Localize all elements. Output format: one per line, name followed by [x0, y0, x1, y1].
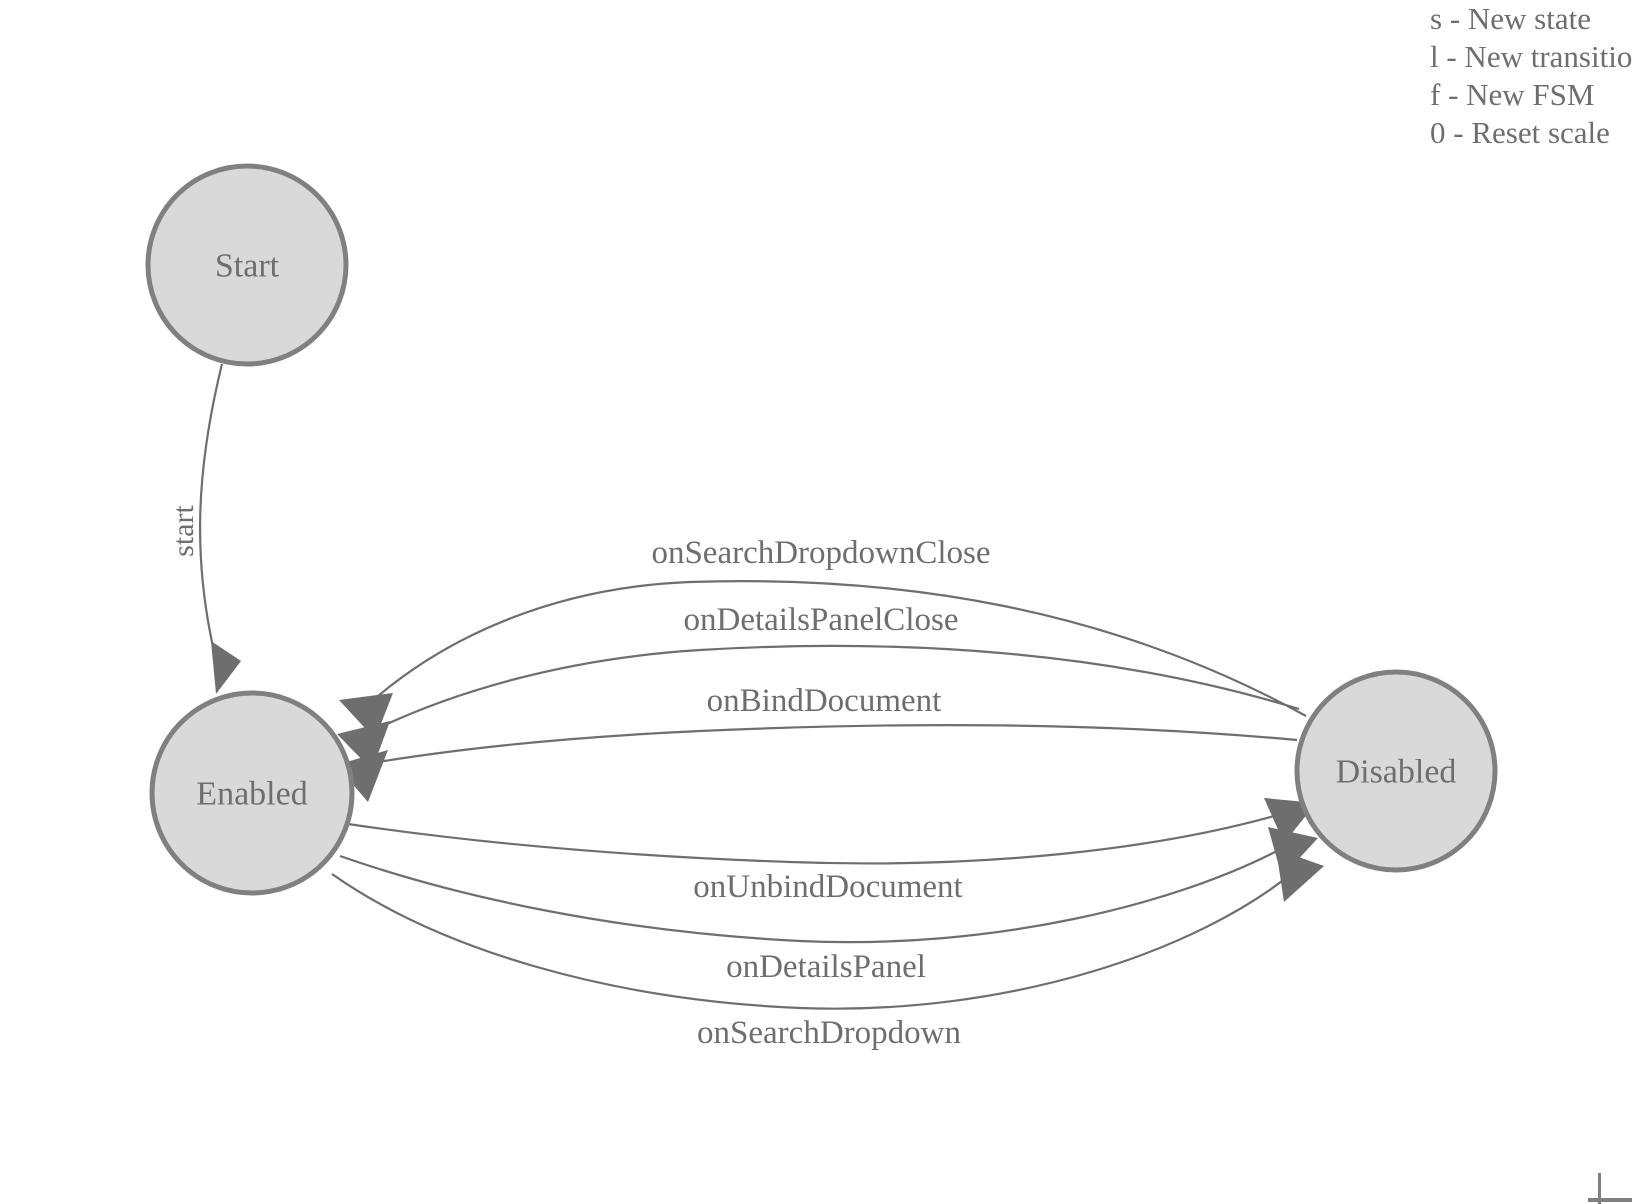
shortcut-reset-scale: 0 - Reset scale: [1430, 115, 1610, 150]
transition-ondetailspanelclose[interactable]: onDetailsPanelClose: [337, 602, 1300, 770]
transition-ondetailspanel-label: onDetailsPanel: [726, 949, 926, 985]
transition-start-path: [198, 363, 224, 661]
state-node-start[interactable]: Start: [145, 163, 349, 367]
transition-ondetailspanel[interactable]: onDetailsPanel: [339, 827, 1318, 985]
state-node-start-circle: [145, 163, 349, 367]
state-node-enabled-circle: [149, 690, 355, 896]
transition-onunbinddocument[interactable]: onUnbindDocument: [347, 798, 1316, 905]
transition-ondetailspanelclose-label: onDetailsPanelClose: [684, 602, 959, 638]
transition-onunbinddocument-path: [347, 810, 1289, 865]
shortcut-new-transition: l - New transition: [1430, 39, 1632, 74]
transition-onsearchdropdownclose-label: onSearchDropdownClose: [651, 535, 990, 571]
transition-start[interactable]: start: [167, 363, 241, 694]
transition-onunbinddocument-label: onUnbindDocument: [693, 869, 962, 905]
keyboard-shortcuts-help: s - New state l - New transition f - New…: [1430, 0, 1632, 152]
transition-onsearchdropdown-path: [331, 869, 1297, 1010]
transition-start-arrowhead: [211, 641, 241, 694]
state-node-disabled-label: Disabled: [1336, 754, 1457, 791]
transition-onbinddocument-path: [365, 723, 1298, 766]
state-node-enabled[interactable]: Enabled: [149, 690, 355, 896]
transition-start-label: start: [167, 505, 200, 557]
panel-corner-edge: [1598, 1173, 1632, 1204]
transition-onbinddocument-label: onBindDocument: [707, 683, 942, 719]
transition-onsearchdropdown-label: onSearchDropdown: [697, 1015, 961, 1051]
transition-onsearchdropdownclose-path: [370, 580, 1307, 717]
state-node-enabled-label: Enabled: [196, 776, 307, 813]
transition-onsearchdropdown[interactable]: onSearchDropdown: [331, 849, 1324, 1051]
transition-ondetailspanelclose-path: [367, 644, 1300, 734]
transition-ondetailspanel-path: [339, 843, 1291, 944]
transition-onsearchdropdown-arrowhead: [1276, 849, 1324, 902]
shortcut-new-state: s - New state: [1430, 1, 1591, 36]
state-node-disabled-circle: [1294, 669, 1498, 873]
transition-ondetailspanelclose-arrowhead: [337, 721, 390, 770]
panel-corner-bar: [1588, 1198, 1632, 1202]
shortcut-new-fsm: f - New FSM: [1430, 77, 1595, 112]
state-node-disabled[interactable]: Disabled: [1294, 669, 1498, 873]
transition-onbinddocument[interactable]: onBindDocument: [336, 683, 1298, 802]
state-node-start-label: Start: [215, 248, 280, 285]
